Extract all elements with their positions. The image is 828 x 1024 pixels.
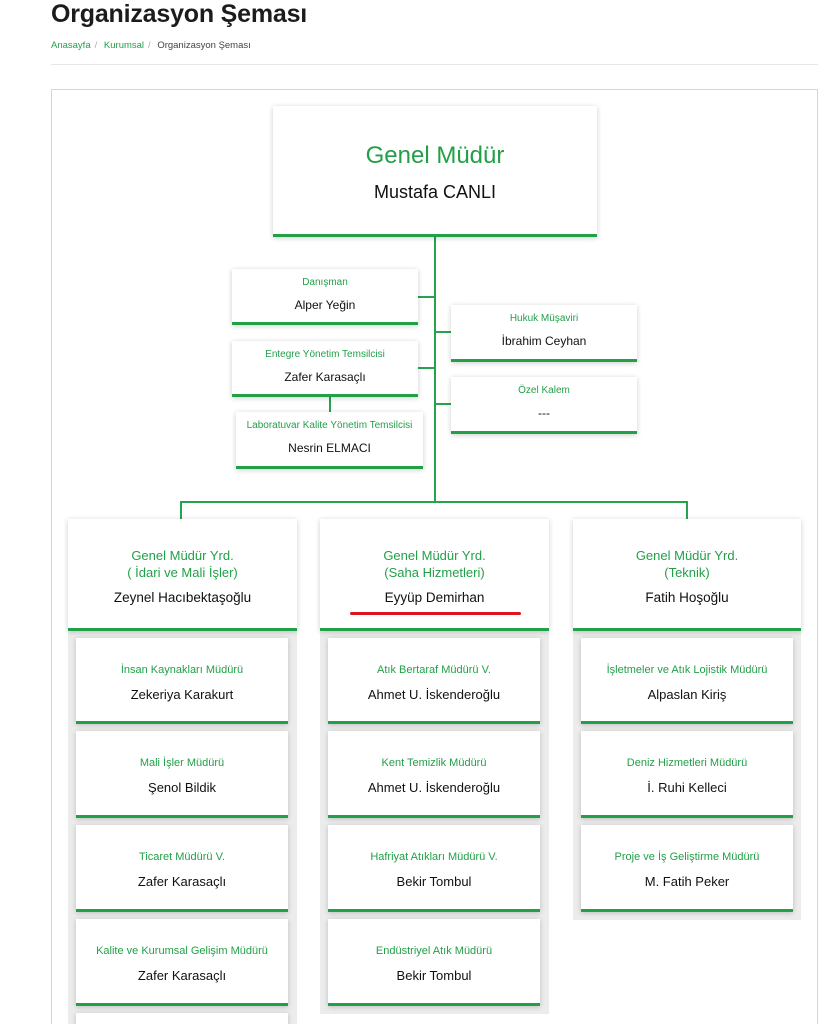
unit-card: Kalite ve Kurumsal Gelişim Müdürü Zafer … [76, 919, 288, 1006]
connector-main-vertical [434, 236, 436, 502]
deputy-card-teknik: Genel Müdür Yrd.(Teknik) Fatih Hoşoğlu [573, 519, 801, 631]
connector-entegre [418, 367, 435, 369]
unit-card: İşletmeler ve Atık Lojistik Müdürü Alpas… [581, 638, 793, 724]
staff-role: Hukuk Müşaviri [509, 313, 579, 324]
general-manager-card: Genel Müdür Mustafa CANLI [273, 106, 597, 237]
unit-role: Mali İşler Müdürü [139, 757, 225, 769]
connector-deputy-left [180, 501, 182, 519]
staff-name: Alper Yeğin [294, 298, 356, 312]
general-manager-title: Genel Müdür [365, 142, 505, 169]
connector-deputies-horizontal [180, 501, 688, 503]
unit-card: İnsan Kaynakları Müdürü Zekeriya Karakur… [76, 638, 288, 724]
unit-role: İşletmeler ve Atık Lojistik Müdürü [606, 664, 768, 676]
connector-deputy-right [686, 501, 688, 519]
deputy-name: Zeynel Hacıbektaşoğlu [113, 590, 252, 605]
staff-card-ozel-kalem: Özel Kalem --- [451, 377, 637, 434]
highlight-underline [350, 612, 521, 615]
unit-card: Hafriyat Atıkları Müdürü V. Bekir Tombul [328, 825, 540, 912]
unit-name: Bekir Tombul [396, 968, 472, 983]
staff-card-danisman: Danışman Alper Yeğin [232, 269, 418, 325]
unit-name: Bekir Tombul [396, 874, 472, 889]
unit-role: Endüstriyel Atık Müdürü [375, 945, 493, 957]
header-divider [51, 64, 818, 65]
unit-role: Deniz Hizmetleri Müdürü [626, 757, 748, 769]
unit-name: M. Fatih Peker [644, 874, 730, 889]
staff-card-hukuk: Hukuk Müşaviri İbrahim Ceyhan [451, 305, 637, 362]
staff-role: Danışman [302, 277, 348, 288]
staff-card-laboratuvar: Laboratuvar Kalite Yönetim Temsilcisi Ne… [236, 412, 423, 469]
unit-card: Endüstriyel Atık Müdürü Bekir Tombul [328, 919, 540, 1006]
connector-lab [329, 396, 331, 413]
staff-name: İbrahim Ceyhan [501, 334, 587, 348]
connector-hukuk [435, 331, 451, 333]
staff-name: --- [538, 406, 550, 420]
org-chart-frame [51, 89, 818, 1024]
unit-card: Mali İşler Müdürü Şenol Bildik [76, 731, 288, 818]
unit-name: Zekeriya Karakurt [130, 687, 234, 702]
unit-role: Atık Bertaraf Müdürü V. [377, 664, 491, 676]
staff-card-entegre: Entegre Yönetim Temsilcisi Zafer Karasaç… [232, 341, 418, 397]
unit-role: Kent Temizlik Müdürü [381, 757, 487, 769]
deputy-name: Fatih Hoşoğlu [645, 590, 729, 605]
unit-role: Proje ve İş Geliştirme Müdürü [614, 851, 760, 863]
unit-role: İnsan Kaynakları Müdürü [120, 664, 244, 676]
staff-role: Entegre Yönetim Temsilcisi [265, 349, 385, 360]
unit-card: Kent Temizlik Müdürü Ahmet U. İskenderoğ… [328, 731, 540, 818]
deputy-card-idari: Genel Müdür Yrd.( İdari ve Mali İşler) Z… [68, 519, 297, 631]
unit-card: Deniz Hizmetleri Müdürü İ. Ruhi Kelleci [581, 731, 793, 818]
staff-role: Özel Kalem [518, 385, 570, 396]
deputy-title: Genel Müdür Yrd.(Saha Hizmetleri) [383, 548, 486, 580]
unit-card-partial [76, 1013, 288, 1024]
unit-name: Ahmet U. İskenderoğlu [367, 780, 501, 795]
staff-name: Zafer Karasaçlı [284, 370, 366, 384]
unit-name: İ. Ruhi Kelleci [647, 780, 727, 795]
deputy-title: Genel Müdür Yrd.( İdari ve Mali İşler) [127, 548, 238, 580]
breadcrumb: Anasayfa/ Kurumsal/ Organizasyon Şeması [51, 40, 251, 51]
connector-danisman [418, 296, 435, 298]
deputy-name: Eyyüp Demirhan [384, 590, 485, 605]
staff-name: Nesrin ELMACI [288, 441, 371, 455]
deputy-title: Genel Müdür Yrd.(Teknik) [635, 548, 739, 580]
staff-role: Laboratuvar Kalite Yönetim Temsilcisi [246, 420, 413, 431]
unit-name: Alpaslan Kiriş [647, 687, 727, 702]
connector-ozel-kalem [435, 403, 451, 405]
unit-role: Hafriyat Atıkları Müdürü V. [370, 851, 498, 863]
breadcrumb-home-link[interactable]: Anasayfa [51, 40, 91, 51]
unit-name: Şenol Bildik [148, 780, 216, 795]
unit-card: Atık Bertaraf Müdürü V. Ahmet U. İskende… [328, 638, 540, 724]
breadcrumb-current: Organizasyon Şeması [157, 40, 251, 51]
page-title: Organizasyon Şeması [51, 0, 308, 28]
unit-name: Zafer Karasaçlı [137, 968, 227, 983]
general-manager-name: Mustafa CANLI [373, 182, 497, 202]
unit-role: Kalite ve Kurumsal Gelişim Müdürü [96, 945, 268, 957]
unit-card: Ticaret Müdürü V. Zafer Karasaçlı [76, 825, 288, 912]
unit-role: Ticaret Müdürü V. [138, 851, 225, 863]
unit-name: Zafer Karasaçlı [137, 874, 227, 889]
breadcrumb-kurumsal-link[interactable]: Kurumsal [103, 40, 145, 51]
unit-name: Ahmet U. İskenderoğlu [367, 687, 501, 702]
unit-card: Proje ve İş Geliştirme Müdürü M. Fatih P… [581, 825, 793, 912]
